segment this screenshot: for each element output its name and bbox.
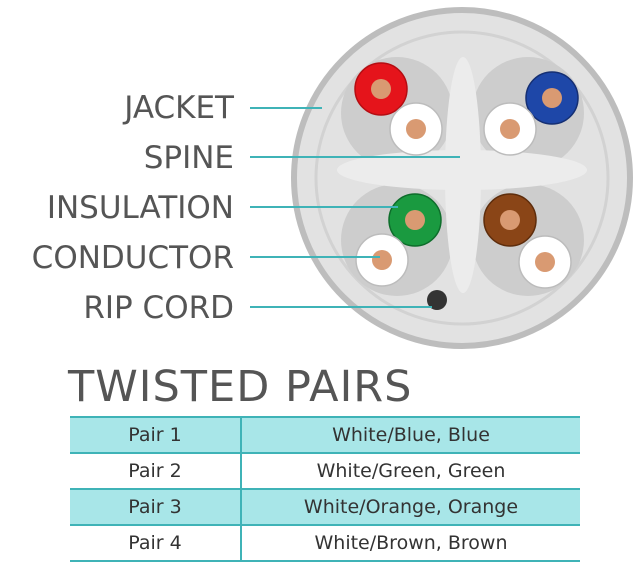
table-row: Pair 2 White/Green, Green: [70, 452, 580, 490]
conductor-green: [405, 210, 425, 230]
twisted-pairs-table: Pair 1 White/Blue, Blue Pair 2 White/Gre…: [70, 416, 580, 562]
spine-vertical: [445, 57, 481, 293]
conductor-red: [371, 79, 391, 99]
label-insulation: INSULATION: [47, 190, 234, 226]
section-title: TWISTED PAIRS: [68, 362, 413, 412]
cable-cross-section-diagram: JACKET SPINE INSULATION CONDUCTOR RIP CO…: [32, 7, 633, 349]
label-spine: SPINE: [144, 140, 234, 176]
jacket-inner-edge: [314, 30, 610, 326]
pair-name-cell: Pair 3: [70, 488, 242, 526]
pair-colors-cell: White/Brown, Brown: [241, 524, 580, 562]
label-conductor: CONDUCTOR: [32, 240, 234, 276]
pair-name-cell: Pair 2: [70, 452, 242, 490]
pair-colors-cell: White/Orange, Orange: [241, 488, 580, 526]
label-jacket: JACKET: [122, 90, 235, 126]
table-row: Pair 1 White/Blue, Blue: [70, 416, 580, 454]
pair-colors-cell: White/Blue, Blue: [241, 416, 580, 454]
pair-name-cell: Pair 1: [70, 416, 242, 454]
conductor-white-4: [535, 252, 555, 272]
rip-cord-dot: [427, 290, 447, 310]
label-rip-cord: RIP CORD: [83, 290, 234, 326]
table-row: Pair 4 White/Brown, Brown: [70, 524, 580, 562]
conductor-white-3: [372, 250, 392, 270]
pair-name-cell: Pair 4: [70, 524, 242, 562]
conductor-brown: [500, 210, 520, 230]
conductor-white-2: [500, 119, 520, 139]
pair-colors-cell: White/Green, Green: [241, 452, 580, 490]
table-row: Pair 3 White/Orange, Orange: [70, 488, 580, 526]
conductor-white-1: [406, 119, 426, 139]
conductor-blue: [542, 88, 562, 108]
